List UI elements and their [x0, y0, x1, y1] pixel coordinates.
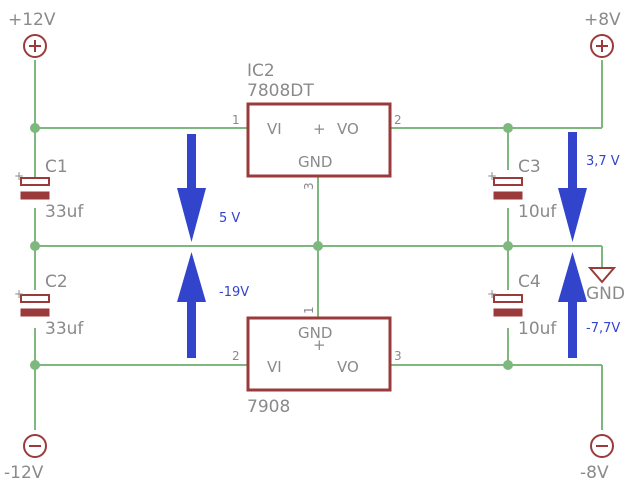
supply-minus12-symbol: -12V — [4, 434, 47, 483]
ic2-name: IC2 — [247, 61, 275, 81]
c2-polarity-mark: + — [14, 287, 24, 301]
arrow-input-top — [177, 134, 206, 242]
capacitor-c3: + C3 10uf — [487, 157, 557, 222]
ic2-pin1: 1 — [232, 113, 240, 127]
ic2-pin2: 2 — [394, 113, 402, 127]
c3-name: C3 — [518, 157, 541, 177]
ic7908-vo-label: VO — [337, 358, 359, 376]
ic7908-value: 7908 — [247, 397, 290, 417]
capacitor-c1: + C1 33uf — [14, 157, 84, 222]
capacitor-c4: + C4 10uf — [487, 272, 557, 339]
ic2-pin3: 3 — [302, 182, 316, 190]
ic2-regulator: IC2 7808DT VI + VO GND 1 2 3 — [232, 61, 402, 190]
voltage-input-top: 5 V — [219, 211, 240, 226]
ic2-vo-label: VO — [337, 120, 359, 138]
ic7908-vi-label: VI — [267, 358, 282, 376]
c1-polarity-mark: + — [14, 169, 24, 183]
ic7908-pin2: 2 — [232, 349, 240, 363]
junction-dot — [30, 360, 40, 370]
capacitor-c2: + C2 33uf — [14, 272, 84, 339]
wires — [34, 60, 603, 430]
supply-plus12-label: +12V — [8, 10, 56, 30]
c4-name: C4 — [518, 272, 541, 292]
supply-minus12-label: -12V — [4, 463, 44, 483]
voltage-input-bottom: -19V — [219, 285, 249, 300]
c2-name: C2 — [45, 272, 68, 292]
ic2-plus-mark: + — [313, 120, 326, 138]
c1-value: 33uf — [45, 202, 84, 222]
c3-value: 10uf — [518, 202, 557, 222]
junction-dot — [30, 123, 40, 133]
supply-minus8-symbol: -8V — [580, 434, 614, 483]
supply-plus8-label: +8V — [584, 10, 621, 30]
junction-dot — [503, 241, 513, 251]
voltage-output-bottom: -7,7V — [586, 321, 620, 336]
ic7908-plus-mark: + — [313, 336, 326, 354]
supply-plus8-symbol: +8V — [584, 10, 621, 58]
junction-dot — [503, 360, 513, 370]
c4-value: 10uf — [518, 319, 557, 339]
ic2-gnd-label: GND — [298, 153, 332, 171]
junction-dot — [313, 241, 323, 251]
ic7908-gnd-label: GND — [298, 324, 332, 342]
junction-dot — [30, 241, 40, 251]
gnd-label: GND — [586, 284, 625, 304]
ic2-value: 7808DT — [247, 81, 314, 101]
ic-7908-regulator: GND + VI VO 7908 2 3 1 — [232, 306, 402, 417]
voltage-output-top: 3,7 V — [586, 154, 620, 169]
c2-value: 33uf — [45, 319, 84, 339]
arrow-output-bottom — [558, 252, 587, 358]
arrow-input-bottom — [177, 252, 206, 358]
ic7908-pin3: 3 — [394, 349, 402, 363]
ic2-vi-label: VI — [267, 120, 282, 138]
junction-dot — [503, 123, 513, 133]
arrow-output-top — [558, 132, 587, 242]
supply-minus8-label: -8V — [580, 463, 609, 483]
c3-polarity-mark: + — [487, 169, 497, 183]
ic7908-pin1: 1 — [302, 306, 316, 314]
supply-plus12-symbol: +12V — [8, 10, 56, 58]
junctions — [30, 123, 513, 370]
c1-name: C1 — [45, 157, 68, 177]
gnd-symbol: GND — [586, 267, 625, 304]
c4-polarity-mark: + — [487, 287, 497, 301]
